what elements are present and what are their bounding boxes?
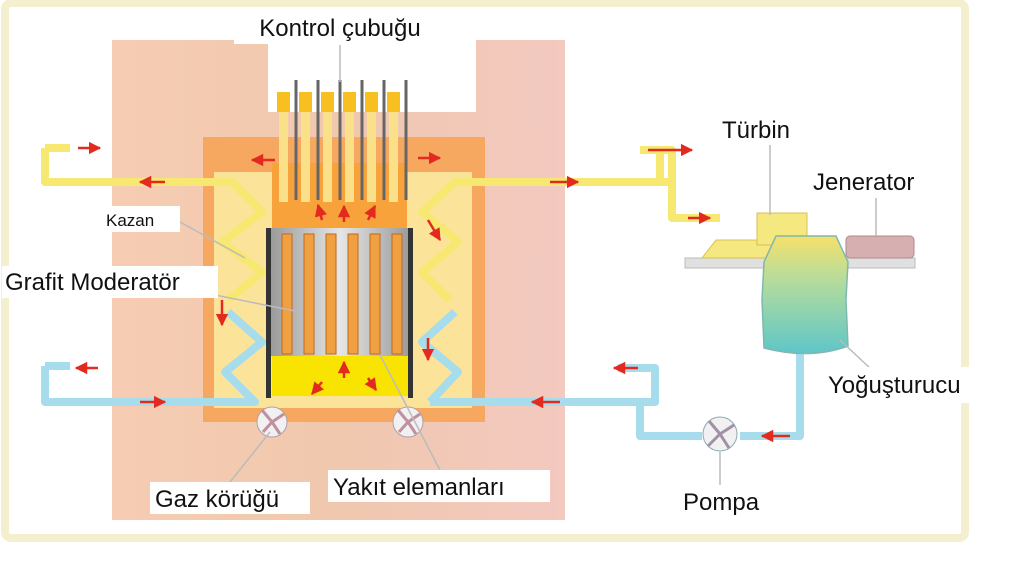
graphite-core: [270, 228, 410, 356]
gas-blower-right: [392, 406, 424, 438]
label-boiler: Kazan: [106, 211, 154, 230]
label-pump: Pompa: [683, 489, 760, 516]
core-wall-left: [266, 228, 271, 398]
gas-blower-left: [256, 406, 288, 438]
label-control-rod: Kontrol çubuğu: [259, 15, 420, 42]
hot-steam-pipes: [41, 144, 720, 304]
label-fuel-elements: Yakıt elemanları: [333, 474, 505, 501]
core-wall-right: [408, 228, 413, 398]
generator: [845, 235, 915, 259]
pump-icon: [702, 416, 738, 452]
flow-arrows: [74, 141, 790, 443]
label-gas-blower: Gaz körüğü: [155, 486, 279, 513]
label-turbine: Türbin: [722, 117, 790, 144]
label-condenser: Yoğuşturucu: [828, 372, 961, 399]
lower-plenum: [272, 356, 408, 396]
control-rods: [277, 80, 408, 202]
fuel-elements: [281, 233, 403, 355]
label-backgrounds: [2, 12, 998, 517]
condenser: [761, 235, 849, 355]
label-graphite-moderator: Grafit Moderatör: [5, 269, 180, 296]
leader-lines: [179, 45, 877, 485]
label-generator: Jenerator: [813, 169, 914, 196]
